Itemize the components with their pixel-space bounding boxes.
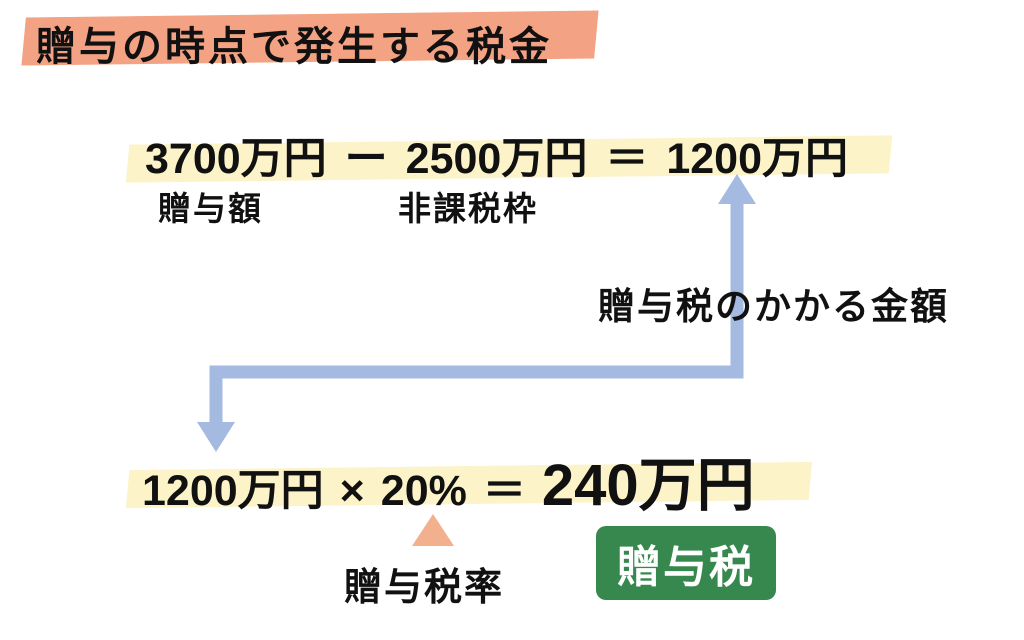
gift-amount-label: 贈与額 (158, 190, 263, 227)
equals-sign: ＝ (605, 135, 649, 183)
formula1-result: 1200万円 (666, 135, 849, 183)
formula2-result: 240万円 (541, 453, 755, 518)
tax-rate-pointer-icon (412, 514, 454, 546)
exemption-label: 非課税枠 (398, 190, 538, 227)
formula1-subtrahend: 2500万円 (405, 135, 588, 183)
arrow-head-up-icon (718, 174, 756, 204)
gift-tax-badge-label: 贈与税 (617, 543, 755, 592)
flow-arrow-line (209, 200, 744, 430)
formula1-minuend: 3700万円 (145, 135, 327, 183)
taxable-amount-label: 贈与税のかかる金額 (598, 286, 949, 327)
formula2-multiplicand: 1200万円 (142, 467, 324, 515)
minus-sign: ー (344, 135, 388, 183)
formula1-row: 3700万円 ー 2500万円 ＝ 1200万円 (145, 124, 848, 186)
page-title: 贈与の時点で発生する税金 (36, 25, 552, 69)
times-sign: × (339, 467, 365, 515)
equals-sign: ＝ (482, 467, 526, 515)
gift-tax-badge: 贈与税 (596, 526, 776, 600)
tax-rate-label: 贈与税率 (344, 567, 505, 609)
formula2-multiplier: 20% (380, 467, 467, 515)
formula2-row: 1200万円 × 20% ＝ 240万円 (142, 438, 755, 522)
arrow-head-down-icon (197, 422, 235, 452)
